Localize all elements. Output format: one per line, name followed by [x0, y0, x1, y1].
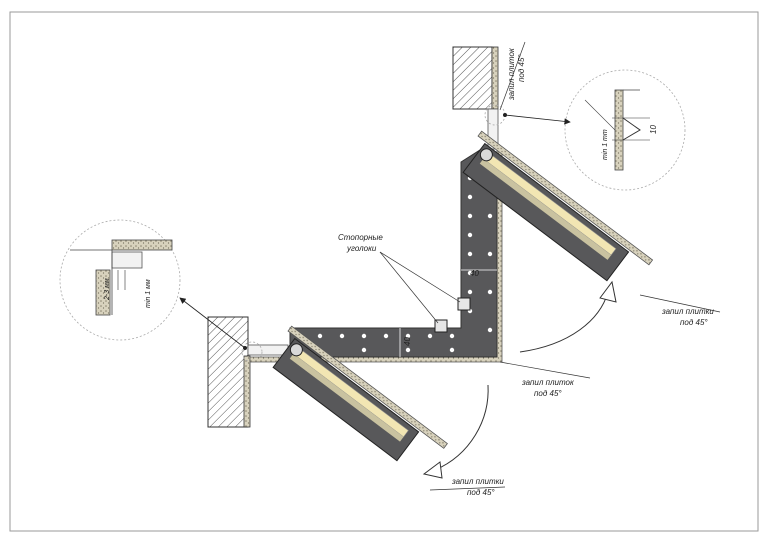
zoom-right-min: min 1 mm: [602, 129, 609, 160]
swing-arrow-right: [519, 291, 609, 353]
label-right-cut-2: под 45°: [680, 318, 708, 327]
label-bottom-cut-1: запил плитки: [451, 477, 504, 486]
dim-40-vertical: 40: [470, 269, 479, 278]
dim-40-horizontal: 40: [403, 337, 412, 346]
label-right-cut-1: запил плитки: [661, 307, 714, 316]
label-bottom-cut-2: под 45°: [467, 488, 495, 497]
stop-corner-upper: [457, 297, 471, 311]
zoom-left-gap: 2-3 мм: [104, 278, 111, 301]
label-top-cut-2: под 45°: [517, 54, 526, 82]
zoom-right-10: 10: [649, 125, 658, 134]
top-wall: [452, 46, 506, 150]
l-profile: 40 40: [249, 149, 503, 363]
label-center-cut-1: запил плиток: [521, 378, 575, 387]
label-top-cut-1: запил плиток: [507, 47, 516, 101]
page-frame: [9, 11, 759, 532]
label-center-cut-2: под 45°: [534, 389, 562, 398]
label-stops-2: уголоки: [346, 244, 377, 253]
label-stops-1: Стопорные: [338, 233, 383, 242]
right-door: [462, 130, 654, 282]
left-door: [272, 325, 448, 462]
swing-arrow-bottom: [434, 384, 489, 471]
zoom-detail-right: 10 min 1 mm: [503, 69, 686, 191]
left-wall: [207, 316, 289, 428]
zoom-left-min: min 1 мм: [145, 279, 152, 308]
zoom-detail-left: 2-3 мм min 1 мм: [59, 219, 247, 350]
